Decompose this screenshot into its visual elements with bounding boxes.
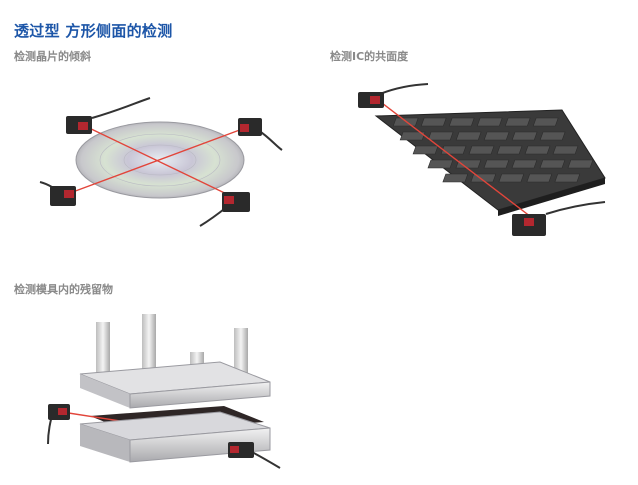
sensor-left-icon	[48, 404, 70, 420]
sensor-bottom-left-icon	[50, 186, 76, 206]
sensor-top-left-icon	[66, 116, 92, 134]
sensor-bottom-right-icon	[222, 192, 250, 212]
sensor-receiver-icon	[512, 214, 546, 236]
section-caption-mold-residue: 检测模具内的残留物	[14, 283, 113, 296]
sensor-right-icon	[228, 442, 254, 458]
section-caption-wafer-tilt: 检测晶片的倾斜	[14, 50, 91, 63]
sensor-top-right-icon	[238, 118, 262, 136]
wafer-tilt-detection-illustration	[30, 88, 290, 228]
mold-residue-detection-illustration	[44, 312, 294, 477]
ic-coplanarity-detection-illustration	[350, 80, 620, 245]
page-title: 透过型 方形侧面的检测	[14, 22, 173, 40]
section-caption-ic-coplanarity: 检测IC的共面度	[330, 50, 409, 63]
sensor-emitter-icon	[358, 92, 384, 108]
